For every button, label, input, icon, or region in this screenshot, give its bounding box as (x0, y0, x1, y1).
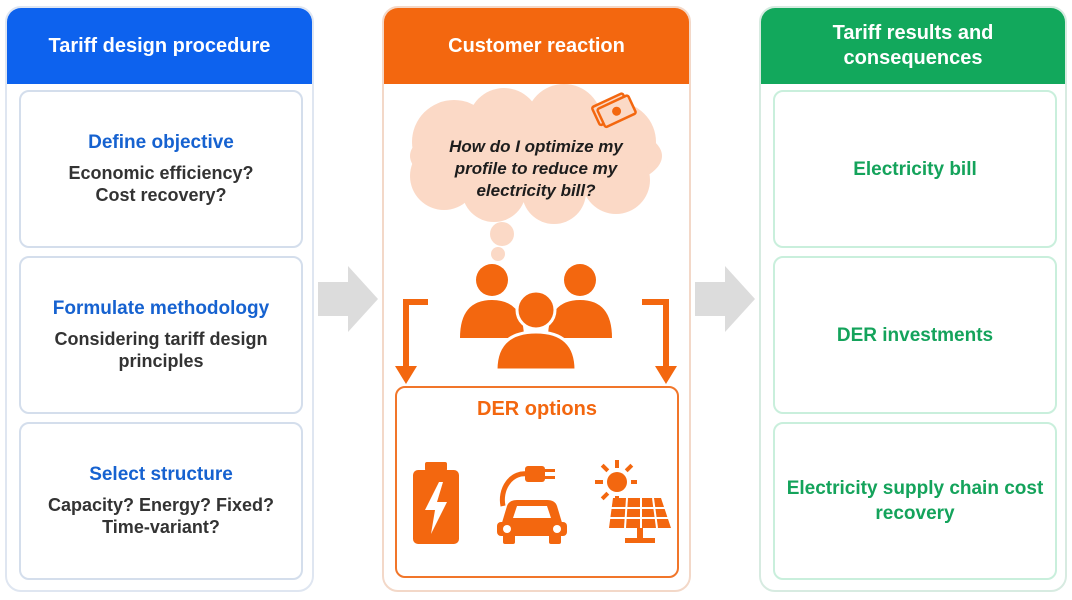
step-select-structure: Select structure Capacity? Energy? Fixed… (19, 422, 303, 580)
result-label: Electricity bill (853, 158, 977, 180)
procedure-panel: Tariff design procedure Define objective… (5, 6, 314, 592)
step-title: Define objective (88, 132, 234, 153)
results-header-line: consequences (843, 47, 983, 69)
step-title: Select structure (89, 464, 233, 485)
step-description: Considering tariff design principles (54, 328, 267, 372)
results-header-line: Tariff results and (832, 22, 994, 44)
result-label: DER investments (836, 324, 994, 346)
result-label: Electricity supply chain cost recovery (786, 478, 1044, 524)
money-icon (591, 92, 637, 129)
der-options-box: DER options (395, 386, 679, 578)
result-cost-recovery: Electricity supply chain cost recovery (773, 422, 1057, 580)
reaction-header: Customer reaction (384, 8, 689, 84)
procedure-header: Tariff design procedure (7, 8, 312, 84)
electric-car-icon (497, 466, 567, 544)
step-line: Cost recovery? (95, 185, 227, 205)
bent-arrow-right-icon (642, 299, 677, 384)
customer-thought: How do I optimize my profile to reduce m… (449, 137, 623, 200)
flow-arrow-icon (695, 266, 755, 332)
result-electricity-bill: Electricity bill (773, 90, 1057, 248)
der-options-title: DER options (477, 398, 597, 420)
reaction-panel: Customer reaction (382, 6, 691, 592)
step-line: principles (118, 351, 204, 371)
step-line: Economic efficiency? (68, 163, 254, 183)
step-formulate-methodology: Formulate methodology Considering tariff… (19, 256, 303, 414)
step-line: Time-variant? (102, 517, 220, 537)
step-define-objective: Define objective Economic efficiency? Co… (19, 90, 303, 248)
bent-arrow-left-icon (395, 299, 428, 384)
customers-icon (460, 264, 612, 372)
results-header: Tariff results and consequences (761, 8, 1065, 84)
step-line: Considering tariff design (54, 329, 268, 349)
results-panel: Tariff results and consequences Electric… (759, 6, 1067, 592)
solar-panel-icon (595, 460, 671, 543)
thought-cloud-icon (395, 84, 677, 384)
battery-icon (413, 462, 459, 544)
step-description: Economic efficiency? Cost recovery? (68, 162, 253, 206)
step-line: Capacity? Energy? Fixed? (47, 495, 275, 515)
step-description: Capacity? Energy? Fixed? Time-variant? (48, 494, 274, 538)
result-der-investments: DER investments (773, 256, 1057, 414)
flow-arrow-icon (318, 266, 378, 332)
step-title: Formulate methodology (52, 298, 270, 319)
